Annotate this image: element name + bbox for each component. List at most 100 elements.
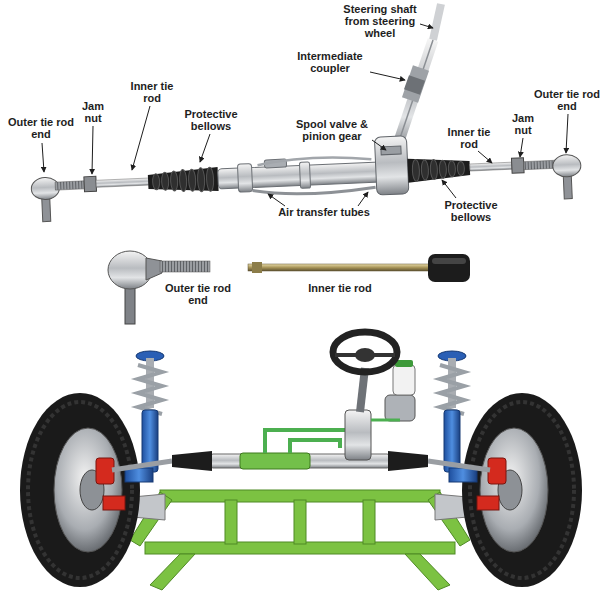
part-label: Steering shaft from steering wheel [330, 3, 430, 39]
cross-member [225, 500, 237, 544]
bellows [148, 167, 219, 194]
jam-nut [511, 158, 524, 174]
leader-line [372, 140, 386, 150]
bellows-ridge [188, 169, 196, 191]
outer-tie-rod-end [108, 251, 152, 289]
bellows-ridge [161, 172, 169, 190]
part-label: Inner tie rod [122, 80, 182, 104]
fluid-line [290, 440, 340, 453]
column-edge [396, 40, 433, 150]
part-label: Inner tie rod [305, 282, 375, 294]
tie-rod-neck [146, 258, 162, 280]
leader-line [358, 192, 368, 206]
inner-tie-rod [470, 162, 512, 171]
steering-knuckle [477, 496, 499, 510]
inner-ball-socket [428, 254, 470, 282]
leader-line [370, 72, 405, 80]
threaded-shank [55, 181, 84, 190]
fluid-reservoir [393, 365, 415, 395]
subframe-leg [405, 554, 450, 590]
steering-shaft [433, 4, 441, 40]
leader-line [92, 126, 93, 174]
steering-column [396, 40, 433, 150]
rack-assembly [30, 128, 583, 222]
bellows-ridge [448, 161, 456, 177]
leader-line [132, 106, 150, 170]
housing-clamp [299, 162, 310, 188]
leader-line [200, 134, 210, 162]
part-label: Spool valve & pinion gear [286, 118, 378, 142]
jam-nut [84, 176, 97, 192]
intermediate-coupler [410, 68, 421, 100]
bellows [388, 451, 428, 471]
ball-joint [552, 154, 581, 177]
tire [462, 393, 582, 587]
part-label: Jam nut [74, 100, 112, 124]
part-label: Inner tie rod [440, 126, 498, 150]
air-transfer-tube [253, 185, 376, 196]
tire [20, 393, 140, 587]
housing-clamp [237, 164, 252, 193]
leader-line [420, 24, 433, 28]
threaded-shank [160, 261, 210, 272]
steering-spoke [335, 353, 395, 357]
leader-line [42, 143, 44, 172]
leader-line [566, 114, 568, 153]
inner-tie-rod [96, 178, 150, 187]
rod-nut [252, 262, 262, 273]
strut-bracket [449, 468, 477, 482]
air-transfer-tube [257, 156, 371, 166]
part-label: Air transfer tubes [268, 206, 380, 218]
bellows-ridge [152, 174, 160, 190]
bellows-ridge [206, 167, 214, 191]
steering-knuckle [103, 496, 125, 510]
bellows [172, 451, 212, 471]
tire-tread [470, 402, 574, 578]
bellows-ridge [457, 161, 465, 175]
part-label: Intermediate coupler [290, 50, 370, 74]
socket-highlight [432, 258, 466, 264]
bellows-ridge [439, 160, 447, 178]
bellows-ridge [179, 169, 187, 191]
part-label: Protective bellows [176, 108, 246, 132]
fluid-line [265, 430, 350, 453]
bellows-ridge [421, 160, 429, 180]
cross-member [363, 500, 375, 544]
fluid-line [371, 419, 400, 422]
steering-wheel [333, 332, 397, 372]
leader-line [268, 194, 285, 206]
power-cylinder [240, 453, 310, 469]
tie-rod [428, 461, 490, 470]
valve-port [381, 146, 401, 155]
tie-rod-stud [125, 284, 135, 324]
subframe-leg [150, 554, 195, 590]
coupler-joint [412, 78, 417, 92]
brake-caliper [488, 458, 506, 484]
cross-member [294, 500, 306, 544]
wheel-rim [54, 428, 122, 552]
valve-body [345, 410, 371, 460]
inner-tie-rod-shaft [248, 264, 430, 271]
leader-line [520, 138, 523, 157]
brake-caliper [96, 458, 114, 484]
tire-tread [28, 402, 132, 578]
part-label: Outer tie rod end [163, 282, 233, 306]
part-label: Outer tie rod end [534, 88, 600, 112]
coil-spring [138, 365, 162, 414]
bellows-ridge [430, 159, 438, 179]
bellows [407, 156, 470, 183]
wheel-rim [480, 428, 548, 552]
bellows-ridge [170, 171, 178, 191]
part-label: Protective bellows [436, 199, 506, 223]
tie-rod [112, 461, 172, 470]
leader-line [478, 151, 492, 163]
pinion-housing [374, 136, 408, 195]
coil-spring [440, 365, 464, 414]
strut-bracket [125, 468, 153, 482]
part-label: Outer tie rod end [6, 116, 76, 140]
steering-pump [385, 395, 415, 421]
leader-line [442, 180, 456, 198]
threaded-shank [524, 160, 556, 169]
